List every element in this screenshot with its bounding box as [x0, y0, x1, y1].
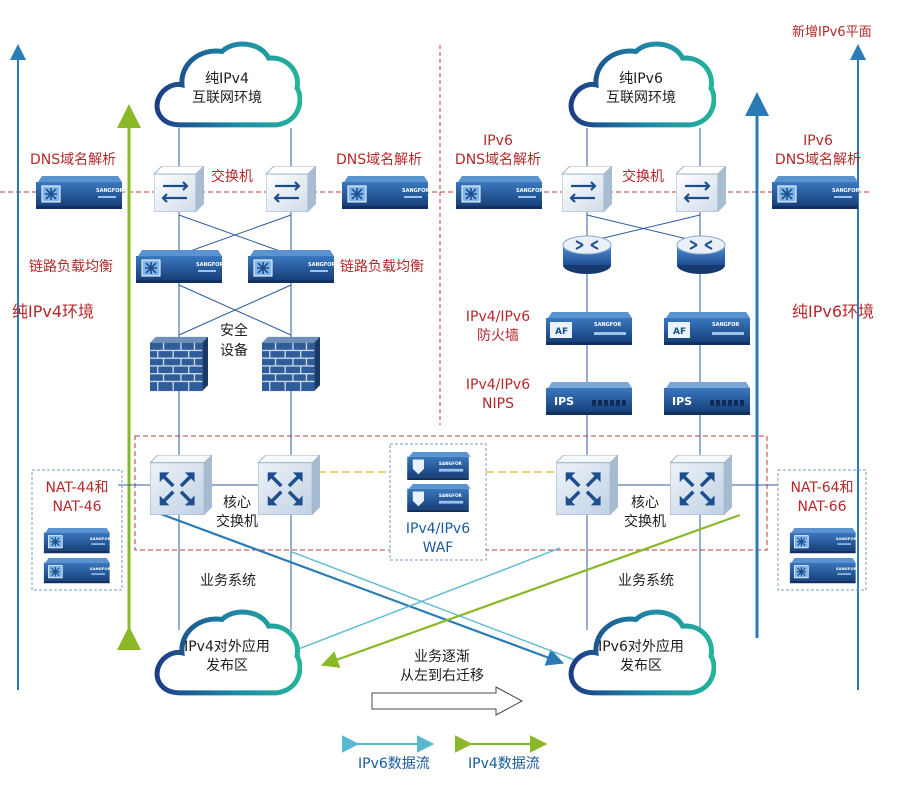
firewall-label-line2: 防火墙 [477, 328, 519, 344]
router-right-1 [562, 234, 612, 276]
switch-right-1 [562, 166, 612, 212]
lb-left-2 [247, 250, 336, 284]
migration-line1: 业务逐渐 [414, 649, 470, 665]
router-right-2 [676, 234, 726, 276]
ipv4-internet-cloud-line2: 互联网环境 [192, 90, 262, 106]
waf-device-1 [407, 452, 471, 480]
core-left-line2: 交换机 [216, 514, 258, 530]
security-device-line2: 设备 [220, 343, 248, 359]
biz-left-label: 业务系统 [200, 573, 256, 589]
lb-left-1 [135, 250, 224, 284]
ipv6-app-cloud-line1: IPv6对外应用 [598, 639, 684, 655]
nat-right-line1: NAT-64和 [790, 480, 854, 496]
ipv4-internet-cloud-line1: 纯IPv4 [205, 71, 249, 87]
nat-right-device-1 [789, 528, 858, 554]
core-switch-right-1 [556, 455, 618, 515]
nat-right-box [777, 469, 867, 591]
legend-ipv4-label: IPv4数据流 [468, 756, 540, 772]
switch-right-2 [676, 166, 726, 212]
nat-left-line2: NAT-46 [52, 499, 102, 515]
ipv6-dns-mid-line2: DNS域名解析 [454, 152, 542, 168]
waf-label-line2: WAF [422, 540, 454, 556]
ipv6-internet-cloud-line2: 互联网环境 [606, 90, 676, 106]
nat-right-device-2 [789, 558, 858, 584]
switch-right-label: 交换机 [622, 169, 664, 185]
af-firewall-2 [664, 312, 750, 345]
dns-mid-device [341, 176, 430, 210]
ipv6-dns-mid-device [455, 176, 544, 210]
ipv6-dns-right-device [771, 176, 860, 210]
legend-ipv6-label: IPv6数据流 [358, 756, 430, 772]
left-links [178, 128, 292, 630]
switch-left-label: 交换机 [211, 169, 253, 185]
ipv4-flow-arrow [320, 513, 741, 668]
ipv4-app-cloud-line2: 发布区 [206, 658, 248, 674]
switch-left-2 [266, 166, 316, 212]
ipv6-dns-mid-line1: IPv6 [483, 133, 513, 149]
lb-right-label: 链路负载均衡 [340, 259, 424, 275]
ips-device-1 [546, 382, 632, 415]
core-switch-left-1 [150, 455, 212, 515]
ipv6-migration-arrow [149, 508, 565, 666]
core-right-line1: 核心 [631, 495, 659, 511]
switch-left-1 [154, 166, 204, 212]
waf-device-2 [407, 484, 471, 512]
nips-label-line1: IPv4/IPv6 [465, 377, 531, 393]
nat-left-device-2 [43, 558, 112, 584]
ipv6-flow-line-2 [269, 547, 561, 661]
nat-left-device-1 [43, 528, 112, 554]
lb-left-label: 链路负载均衡 [29, 259, 113, 275]
ipv6-internet-cloud-line1: 纯IPv6 [619, 71, 663, 87]
security-device-line1: 安全 [220, 323, 248, 339]
nat-right-line2: NAT-66 [797, 499, 847, 515]
left-env-label: 纯IPv4环境 [12, 302, 95, 321]
new-ipv6-plane-label: 新增IPv6平面 [792, 25, 872, 40]
dns-left-device [35, 176, 124, 210]
right-env-label: 纯IPv6环境 [792, 302, 875, 321]
dns-left-label: DNS域名解析 [30, 152, 117, 168]
core-left-line1: 核心 [223, 495, 251, 511]
core-right-line2: 交换机 [624, 514, 666, 530]
ips-device-2 [664, 382, 750, 415]
ipv6-dns-right-line2: DNS域名解析 [774, 152, 862, 168]
dns-mid-label: DNS域名解析 [336, 152, 423, 168]
biz-right-label: 业务系统 [618, 573, 674, 589]
firewall-left-2 [262, 336, 320, 392]
ipv6-app-cloud-line2: 发布区 [620, 658, 662, 674]
ipv4-app-cloud-line1: IPv4对外应用 [184, 639, 270, 655]
nat-left-box [31, 469, 123, 591]
core-switch-right-2 [670, 455, 732, 515]
ipv6-flow-line [291, 551, 576, 661]
firewall-label-line1: IPv4/IPv6 [465, 309, 531, 325]
nips-label-line2: NIPS [482, 396, 514, 412]
migration-line2: 从左到右迁移 [400, 668, 484, 684]
nat-left-line1: NAT-44和 [45, 480, 109, 496]
firewall-left-1 [150, 336, 208, 392]
migration-arrow [371, 686, 524, 716]
waf-label-line1: IPv4/IPv6 [405, 521, 471, 537]
ipv6-dns-right-line1: IPv6 [803, 133, 833, 149]
af-firewall-1 [546, 312, 632, 345]
